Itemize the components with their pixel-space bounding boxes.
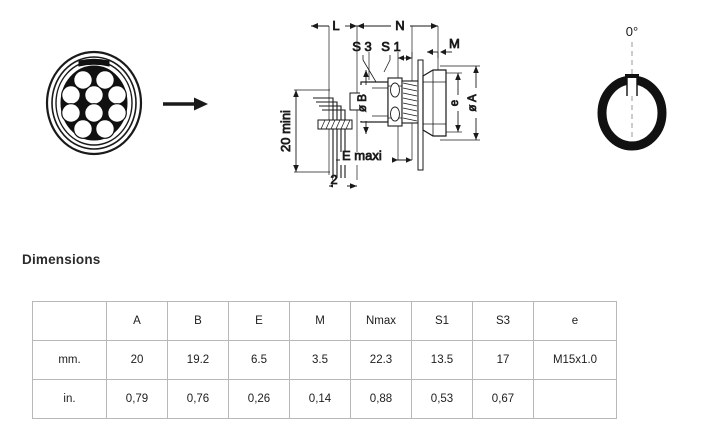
- label-2: 2: [330, 172, 337, 187]
- connector-hex-section: [387, 77, 403, 127]
- table-cell: 0,88: [350, 379, 412, 419]
- dimension-M: [427, 49, 452, 55]
- table-cell: 19.2: [167, 340, 229, 380]
- dimension-diameter-B: [360, 70, 372, 134]
- label-S3: S 3: [352, 39, 372, 54]
- dimension-20-mini: [293, 89, 330, 173]
- keyway-slot-icon: [625, 74, 639, 78]
- connector-front-view: [45, 50, 143, 156]
- connector-side-section-view: L N M S: [278, 18, 482, 191]
- label-diameter-B: ø B: [357, 94, 369, 112]
- dimensions-table: A B E M Nmax S1 S3 e mm. 20 19.2 6.5 3.5…: [32, 301, 617, 419]
- dimension-2: [329, 178, 357, 191]
- table-header-cell: E: [228, 301, 290, 341]
- label-e: e: [449, 100, 461, 106]
- label-zero-degrees: 0°: [626, 24, 638, 39]
- connector-front-flange: [422, 69, 447, 137]
- dimension-N: [357, 21, 438, 31]
- table-cell: 22.3: [350, 340, 412, 380]
- table-row-unit: mm.: [32, 340, 107, 380]
- arrow-right-icon: [163, 97, 208, 111]
- panel-wall: [417, 59, 424, 171]
- table-header-cell: M: [289, 301, 351, 341]
- table-cell: 0,14: [289, 379, 351, 419]
- technical-drawing-area: L N M S: [45, 17, 667, 191]
- table-header-cell: e: [533, 301, 617, 341]
- table-cell: 6.5: [228, 340, 290, 380]
- table-row-unit: in.: [32, 379, 107, 419]
- table-header-cell: A: [106, 301, 168, 341]
- lead-retainer-block: [317, 119, 353, 130]
- table-header-cell: S1: [411, 301, 473, 341]
- table-cell: 0,67: [472, 379, 534, 419]
- table-header-cell: S3: [472, 301, 534, 341]
- label-S1: S 1: [381, 39, 401, 54]
- table-cell: 0,76: [167, 379, 229, 419]
- table-header-cell: B: [167, 301, 229, 341]
- label-N: N: [395, 18, 404, 33]
- label-L: L: [332, 18, 339, 33]
- table-cell: [533, 379, 617, 419]
- connector-thread-section: [401, 80, 419, 124]
- table-header-cell: Nmax: [350, 301, 412, 341]
- table-cell: 17: [472, 340, 534, 380]
- keyway-notch-icon: [78, 58, 110, 67]
- table-row: in. 0,79 0,76 0,26 0,14 0,88 0,53 0,67: [32, 379, 617, 419]
- table-cell: 3.5: [289, 340, 351, 380]
- page-title: Dimensions: [22, 252, 101, 267]
- dimension-diameter-A: [440, 65, 482, 141]
- connector-pin-holes: [61, 70, 127, 139]
- table-cell: M15x1.0: [533, 340, 617, 380]
- table-cell: 20: [106, 340, 168, 380]
- table-row: mm. 20 19.2 6.5 3.5 22.3 13.5 17 M15x1.0: [32, 340, 617, 380]
- table-cell: 0,79: [106, 379, 168, 419]
- dimension-L: [311, 23, 357, 29]
- dimensions-table-container: A B E M Nmax S1 S3 e mm. 20 19.2 6.5 3.5…: [32, 301, 617, 419]
- technical-drawing-svg: L N M S: [45, 17, 667, 191]
- label-E-maxi: E maxi: [342, 148, 382, 163]
- table-cell: 0,53: [411, 379, 473, 419]
- table-header-row: A B E M Nmax S1 S3 e: [32, 301, 617, 341]
- table-cell: 0,26: [228, 379, 290, 419]
- label-M: M: [449, 36, 460, 51]
- dimension-e: [446, 72, 464, 133]
- dimension-E-maxi: [336, 152, 412, 165]
- table-header-cell: [32, 301, 107, 341]
- label-20-mini: 20 mini: [278, 110, 293, 152]
- keyway-orientation-view: 0°: [597, 24, 667, 151]
- label-diameter-A: ø A: [467, 94, 479, 112]
- table-cell: 13.5: [411, 340, 473, 380]
- dimension-S1-arrows: [398, 55, 412, 61]
